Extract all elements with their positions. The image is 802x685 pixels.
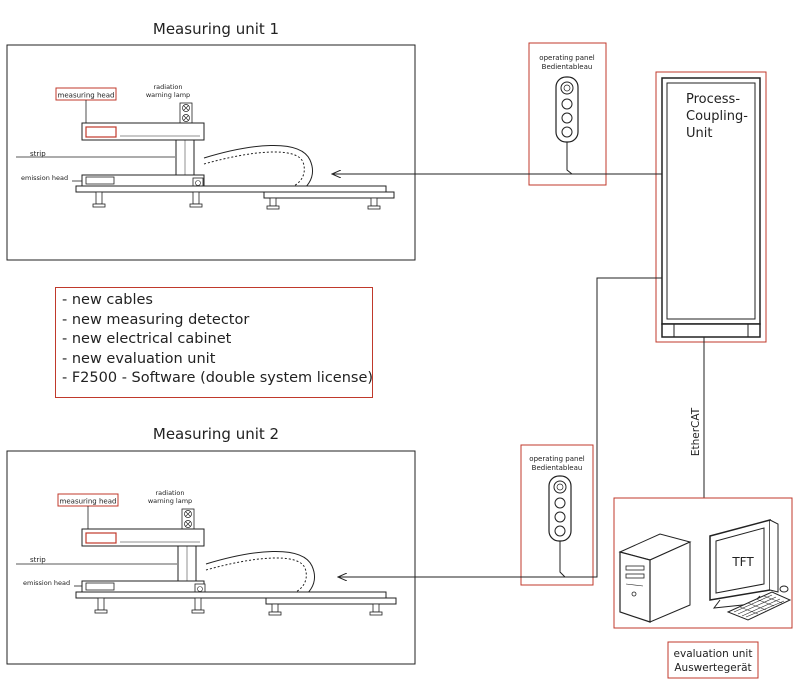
unit1-emission-head-label: emission head	[21, 174, 68, 182]
process-coupling-unit: Process- Coupling- Unit	[655, 71, 767, 343]
unit2-frame	[6, 450, 416, 665]
feature-item: new cables	[62, 291, 372, 311]
unit1-measuring-head-icon	[85, 126, 117, 138]
unit2-measuring-head-label: measuring head	[60, 498, 117, 506]
unit1-strip-label: strip	[30, 150, 46, 158]
panel2-label-2: Bedientableau	[532, 464, 583, 472]
ethercat-label: EtherCAT	[690, 407, 702, 456]
unit1-frame	[6, 44, 416, 261]
feature-item: F2500 - Software (double system license)	[62, 369, 373, 389]
unit1-lamp-label-1: radiation	[153, 83, 182, 91]
pcu-outer-frame	[655, 71, 767, 343]
operating-panel-2: operating panel Bedientableau	[520, 444, 594, 586]
panel1-button-column-icon	[555, 76, 579, 143]
unit2-emission-head-label: emission head	[23, 579, 70, 587]
unit2-title: Measuring unit 2	[153, 425, 279, 443]
operating-panel-1: operating panel Bedientableau	[528, 42, 607, 186]
unit2-measuring-head-icon	[85, 532, 117, 544]
monitor-icon	[709, 519, 779, 609]
evaluation-label-1: evaluation unit	[674, 648, 753, 660]
panel1-label-1: operating panel	[539, 54, 594, 62]
unit1-measuring-head-label: measuring head	[58, 92, 115, 100]
unit2-lamp-label-2: warning lamp	[148, 497, 192, 505]
evaluation-unit: TFT evaluation unit Auswertegerät	[613, 497, 793, 679]
connection-pcu-unit2	[338, 277, 662, 577]
panel1-label-2: Bedientableau	[542, 63, 593, 71]
evaluation-label-2: Auswertegerät	[674, 662, 751, 674]
panel2-button-column-icon	[548, 475, 572, 542]
measuring-unit-2: measuring head radiation warning lamp st…	[6, 450, 416, 665]
mouse-icon	[779, 585, 789, 593]
panel1-frame	[528, 42, 607, 186]
pcu-label-1: Process-	[686, 92, 740, 107]
feature-list: new cables new measuring detector new el…	[62, 291, 373, 389]
feature-item: new electrical cabinet	[62, 330, 372, 350]
unit2-warning-lamp-icon	[181, 508, 195, 530]
tft-label: TFT	[731, 555, 754, 569]
unit1-lamp-label-2: warning lamp	[146, 91, 190, 99]
feature-list-box: new cables new measuring detector new el…	[55, 287, 373, 398]
evaluation-frame	[613, 497, 793, 629]
evaluation-label-frame	[667, 641, 759, 679]
measuring-unit-1: measuring head radiation warning lamp st…	[6, 44, 416, 261]
unit1-title: Measuring unit 1	[153, 20, 279, 38]
panel2-label-1: operating panel	[529, 455, 584, 463]
unit2-lamp-label-1: radiation	[155, 489, 184, 497]
panel2-frame	[520, 444, 594, 586]
feature-item: new measuring detector	[62, 311, 372, 331]
pcu-label-2: Coupling-	[686, 109, 748, 124]
unit2-strip-label: strip	[30, 556, 46, 564]
unit1-warning-lamp-icon	[179, 102, 193, 124]
feature-item: new evaluation unit	[62, 350, 372, 370]
pc-tower-icon	[618, 533, 692, 623]
pcu-label-3: Unit	[686, 126, 712, 141]
keyboard-icon	[726, 591, 792, 621]
